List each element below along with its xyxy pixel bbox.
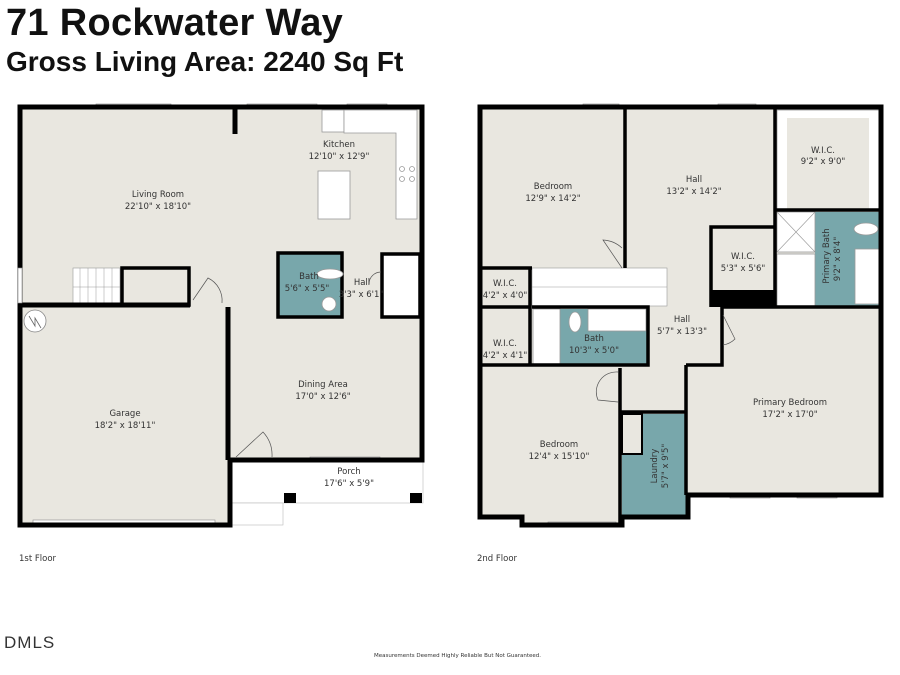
kitchen-counter	[321, 109, 345, 133]
room-dims-bath: 5'6" x 5'5"	[285, 284, 330, 294]
room-name-wic: W.I.C.	[731, 252, 755, 262]
garage-floor	[20, 305, 230, 525]
stairs-first-floor	[72, 267, 121, 306]
second-floor-interior-walls	[480, 107, 881, 525]
measurement-disclaimer: Measurements Deemed Highly Reliable But …	[374, 653, 542, 659]
stove-burner-icon	[409, 176, 415, 182]
room-dims-porch: 17'6" x 5'9"	[324, 479, 374, 489]
room-dims-bath: 10'3" x 5'0"	[569, 346, 619, 356]
kitchen-counter-run	[343, 109, 418, 220]
entry-door	[235, 431, 273, 458]
room-dims-bedroom: 12'9" x 14'2"	[525, 194, 580, 204]
room-name-wic: W.I.C.	[493, 339, 517, 349]
first-floor-plan: Kitchen 12'10" x 12'9" Living Room 22'10…	[17, 103, 425, 564]
room-dims-hall: 5'7" x 13'3"	[657, 327, 707, 337]
room-name-primary-bath: Primary Bath	[822, 228, 832, 283]
double-vanity-icon	[587, 308, 647, 332]
toilet-icon	[316, 268, 344, 280]
kitchen-island	[317, 170, 351, 220]
room-name-hall: Hall	[354, 278, 370, 288]
property-address-title: 71 Rockwater Way	[6, 2, 344, 44]
stairs-second-floor	[531, 267, 668, 307]
laundry-closet	[621, 413, 643, 455]
primary-bedroom-door	[722, 314, 736, 346]
stove-burner-icon	[399, 166, 405, 172]
garage-door-swing	[192, 277, 223, 304]
room-name-hall: Hall	[686, 175, 702, 185]
room-dims-primary-bath: 9'2" x 8'4"	[833, 237, 843, 282]
room-dims-living-room: 22'10" x 18'10"	[125, 202, 191, 212]
porch-step	[229, 502, 284, 526]
room-dims-laundry: 5'7" x 9'5"	[661, 444, 671, 489]
second-floor-exterior-walls	[477, 104, 884, 528]
room-dims-kitchen: 12'10" x 12'9"	[309, 152, 370, 162]
room-name-bath: Bath	[299, 272, 319, 282]
room-dims-garage: 18'2" x 18'11"	[95, 421, 156, 431]
sink-icon	[321, 296, 337, 312]
room-dims-hall: 13'2" x 14'2"	[666, 187, 721, 197]
room-name-wic: W.I.C.	[811, 146, 835, 156]
hall-closet	[380, 252, 422, 319]
bedroom-door	[602, 239, 623, 269]
closet-door	[368, 271, 382, 285]
room-dims-bedroom: 12'4" x 15'10"	[529, 452, 590, 462]
bathtub-icon	[532, 308, 561, 366]
room-dims-primary-bedroom: 17'2" x 17'0"	[762, 410, 817, 420]
room-dims-wic: 4'2" x 4'0"	[483, 291, 528, 301]
double-vanity-icon	[854, 248, 881, 305]
stove-burner-icon	[409, 166, 415, 172]
porch-area	[229, 459, 424, 504]
room-name-bath: Bath	[584, 334, 604, 344]
room-name-wic: W.I.C.	[493, 279, 517, 289]
half-bath-walls	[276, 251, 344, 319]
bedroom-door	[595, 371, 619, 403]
room-dims-wic: 4'2" x 4'1"	[483, 351, 528, 361]
room-name-bedroom: Bedroom	[534, 182, 572, 192]
mls-logo: DMLS	[4, 633, 56, 652]
floor-label-2nd: 2nd Floor	[477, 554, 518, 564]
gross-living-area: Gross Living Area: 2240 Sq Ft	[6, 46, 404, 77]
room-dims-wic: 9'2" x 9'0"	[801, 157, 846, 167]
room-dims-wic: 5'3" x 5'6"	[721, 264, 766, 274]
room-dims-dining-area: 17'0" x 12'6"	[295, 392, 350, 402]
toilet-icon	[853, 222, 879, 236]
room-name-garage: Garage	[109, 409, 140, 419]
floor-label-1st: 1st Floor	[19, 554, 57, 564]
bathtub-icon	[776, 253, 816, 307]
room-name-bedroom: Bedroom	[540, 440, 578, 450]
room-name-laundry: Laundry	[650, 449, 660, 484]
room-name-dining-area: Dining Area	[298, 380, 348, 390]
stove-burner-icon	[399, 176, 405, 182]
second-floor-plan: Bedroom 12'9" x 14'2" Hall 13'2" x 14'2"…	[477, 103, 884, 564]
room-dims-hall: 3'3" x 6'1"	[339, 290, 384, 300]
chase-block	[711, 290, 775, 307]
room-name-hall: Hall	[674, 315, 690, 325]
room-name-primary-bedroom: Primary Bedroom	[753, 398, 827, 408]
room-name-porch: Porch	[337, 467, 360, 477]
room-name-living-room: Living Room	[132, 190, 184, 200]
toilet-icon	[568, 311, 582, 333]
room-name-kitchen: Kitchen	[323, 140, 355, 150]
